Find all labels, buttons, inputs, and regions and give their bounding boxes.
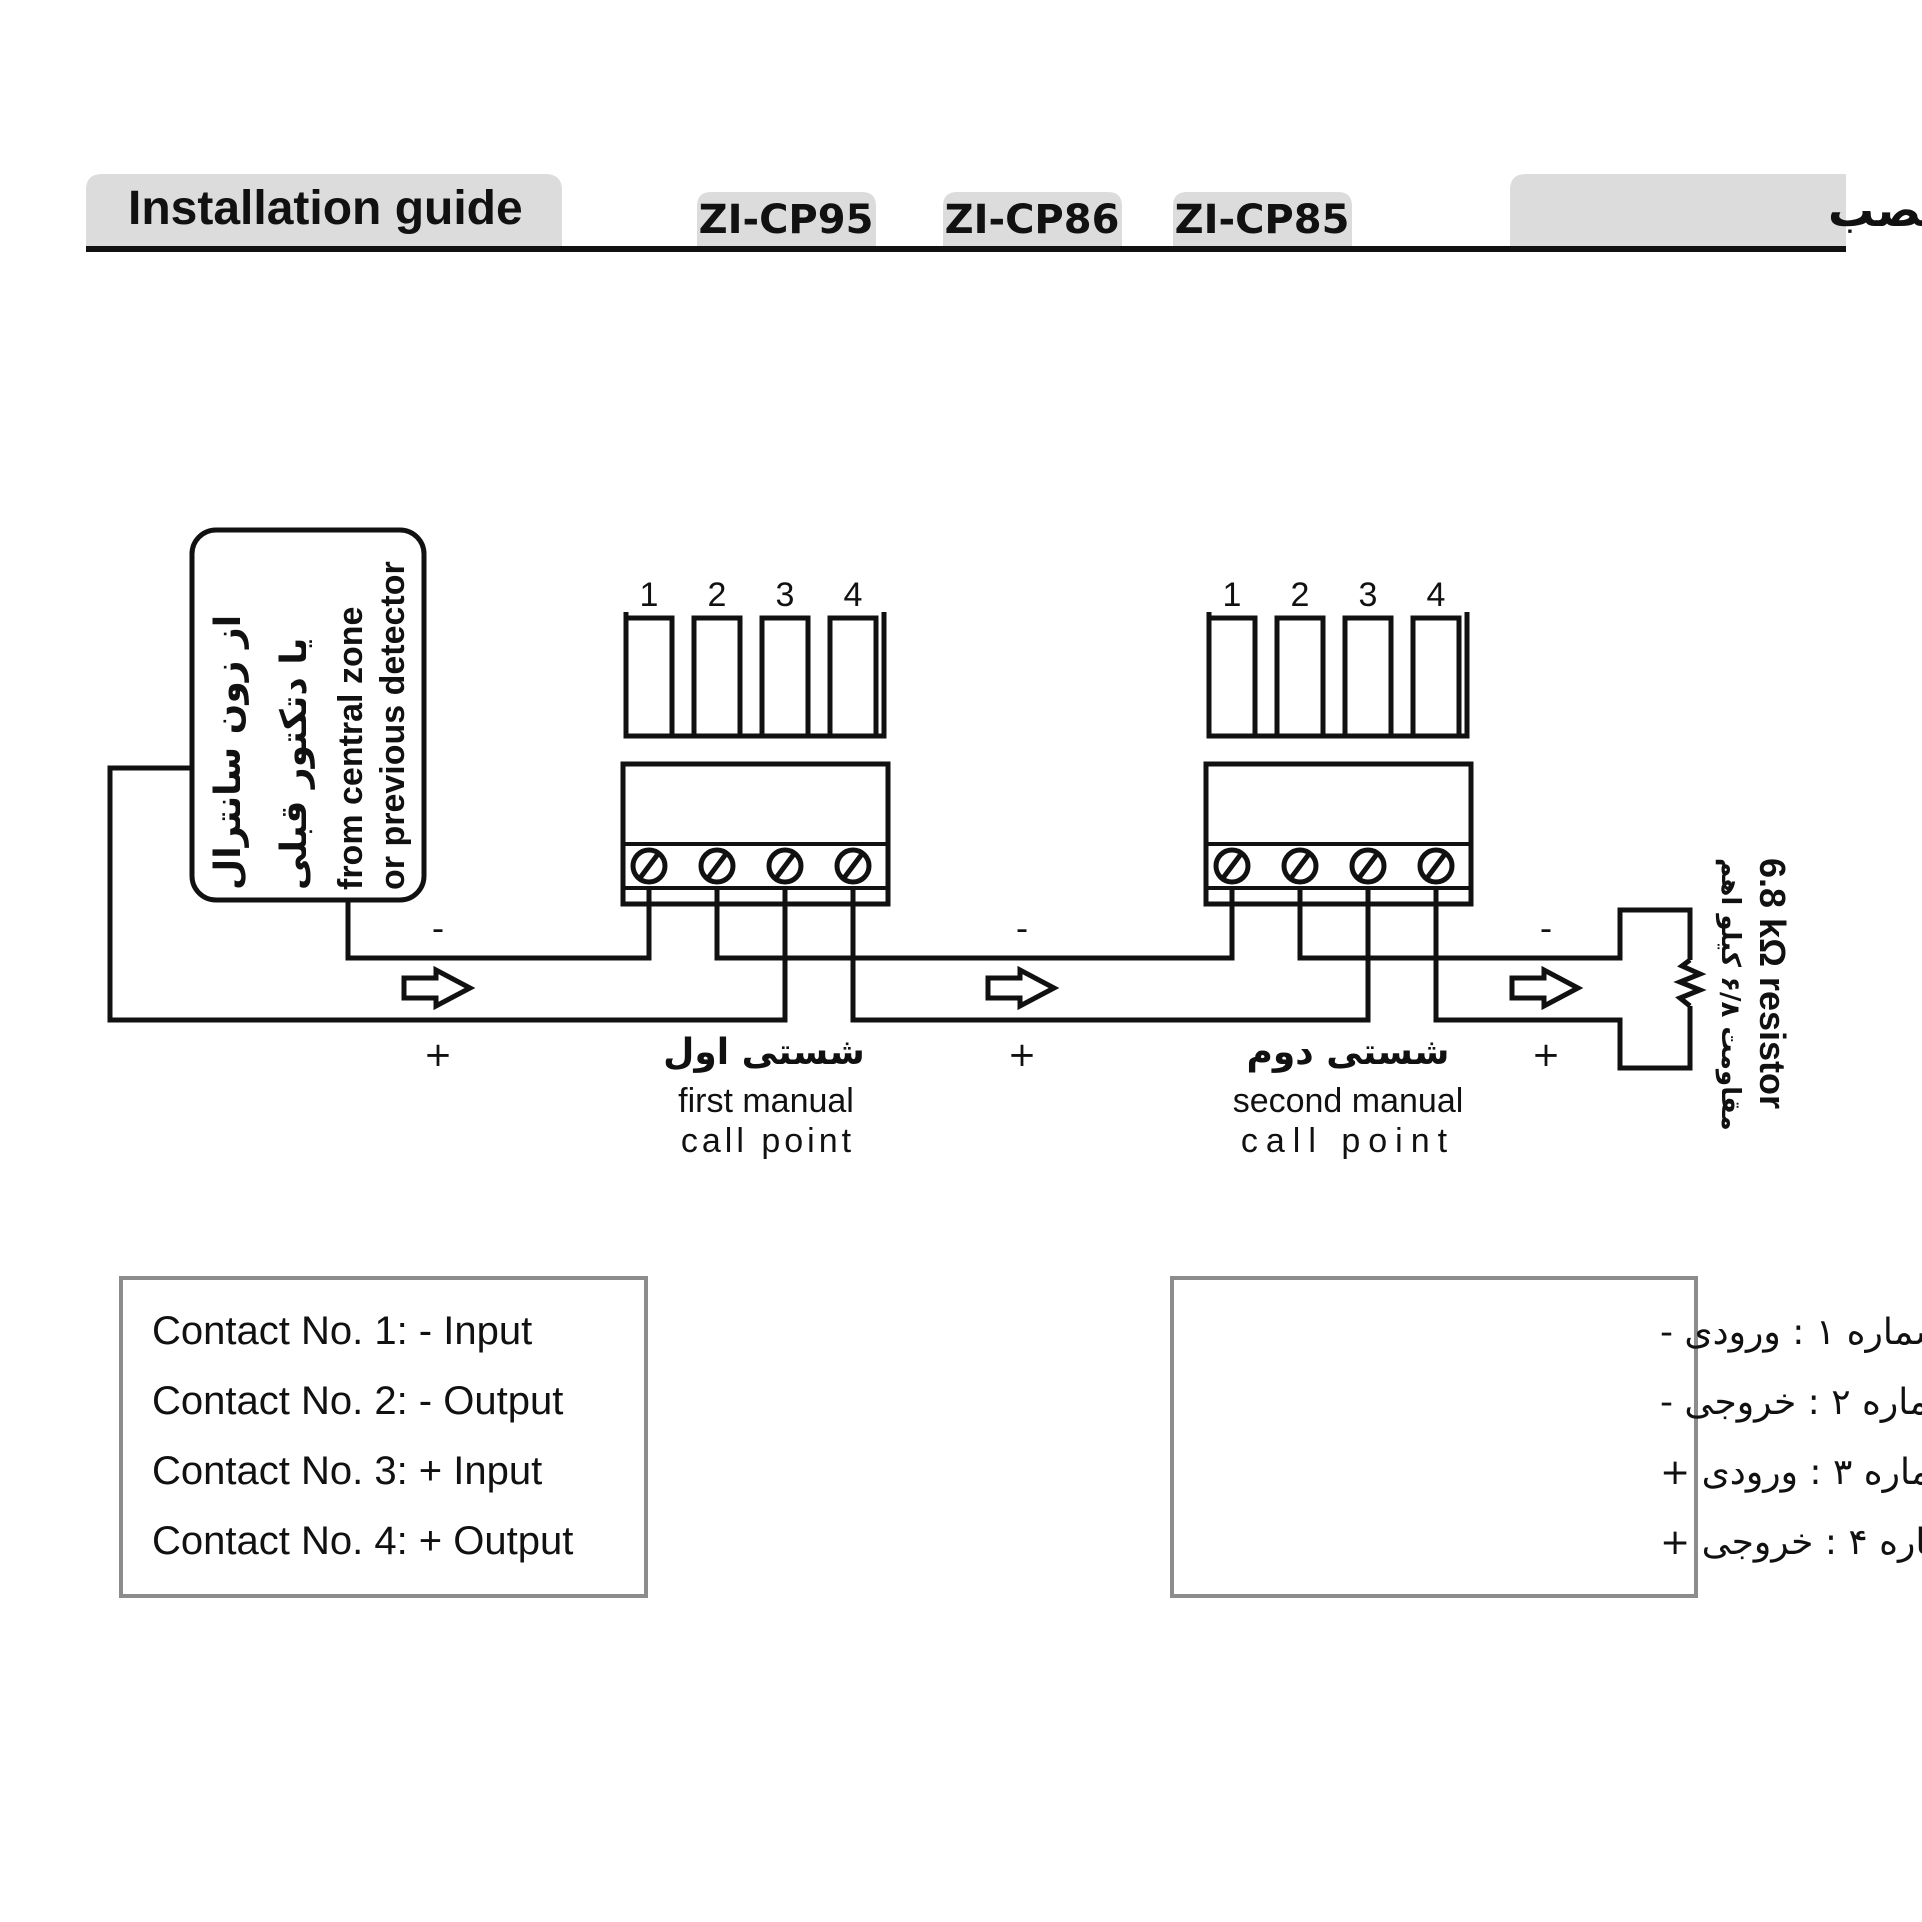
pin-label-3: 3	[776, 576, 795, 614]
legend-fa-item: کنتــاکــت شماره ۱ : ورودی -	[1660, 1312, 1922, 1353]
source-box-frame	[189, 527, 427, 903]
minus-label: -	[1016, 909, 1028, 949]
model-label-3: ZI-CP85	[1175, 197, 1350, 243]
terminal-block-2: 1 2 3 4	[1203, 576, 1474, 907]
call-point-caption-2: شستی دوم second manual call point	[1233, 1032, 1464, 1160]
screw-icon	[1417, 847, 1455, 885]
pin-label-2: 2	[1291, 576, 1310, 614]
screw-icon	[698, 847, 736, 885]
pin-label-4: 4	[1427, 576, 1446, 614]
arrow-right-icon	[1509, 965, 1584, 1011]
screw-icon	[630, 847, 668, 885]
source-fa-line1: از زون سانترال	[208, 615, 249, 890]
connector-slot	[1206, 615, 1258, 739]
legend-en: Contact No. 1: - Input Contact No. 2: - …	[119, 1276, 648, 1598]
model-tab-1	[697, 192, 876, 246]
connector-slot	[1274, 615, 1326, 739]
legend-en-item: Contact No. 4: + Output	[152, 1519, 573, 1563]
call-point-caption-1: شستی اول first manual call point	[663, 1032, 865, 1160]
model-tab-2	[943, 192, 1122, 246]
wire-plus-in	[107, 765, 788, 1023]
call-point-fa: شستی دوم	[1247, 1032, 1450, 1073]
wire-minus-link	[714, 888, 1235, 961]
call-point-fa: شستی اول	[663, 1032, 865, 1073]
arrow-right-icon	[985, 965, 1060, 1011]
connector-slot	[1342, 615, 1394, 739]
source-en-line2: or previous detector	[374, 561, 412, 890]
call-point-en-line2: call point	[1241, 1122, 1455, 1160]
screw-icon	[1349, 847, 1387, 885]
connector-slot	[759, 615, 811, 739]
model-label-2: ZI-CP86	[945, 197, 1120, 243]
terminal-body	[1203, 761, 1474, 907]
polarity-labels: - - - + + +	[424, 909, 1561, 1075]
call-point-en-line1: first manual	[678, 1082, 854, 1120]
screw-icon	[1213, 847, 1251, 885]
wire-minus-in	[345, 888, 652, 961]
pin-label-4: 4	[844, 576, 863, 614]
wire-plus-out	[1433, 888, 1693, 1071]
connector-outline	[623, 612, 887, 739]
resistor-labels: 6.8 kΩ resistor مقاومت ۶/۸ کیلو اهم	[1715, 858, 1793, 1131]
legend-en-item: Contact No. 1: - Input	[152, 1309, 532, 1353]
header-tab-en	[86, 174, 562, 246]
header: Installation guide ZI-CP95 ZI-CP86 ZI-CP…	[86, 174, 1922, 252]
minus-label: -	[432, 909, 444, 949]
pin-label-1: 1	[640, 576, 659, 614]
wire-plus-link	[850, 888, 1371, 1023]
model-label-1: ZI-CP95	[699, 197, 874, 243]
connector-slot	[827, 615, 879, 739]
legend-fa: کنتــاکــت شماره ۱ : ورودی - کنتاکـت شما…	[1170, 1276, 1922, 1598]
screw-icon	[766, 847, 804, 885]
direction-arrows	[401, 965, 1584, 1011]
resistor-fa: مقاومت ۶/۸ کیلو اهم	[1715, 858, 1745, 1131]
call-point-en-line1: second manual	[1233, 1082, 1464, 1120]
screw-icon	[834, 847, 872, 885]
legend-en-item: Contact No. 3: + Input	[152, 1449, 542, 1493]
pin-label-2: 2	[708, 576, 727, 614]
legend-fa-box	[1170, 1276, 1698, 1598]
connector-slot	[623, 615, 675, 739]
legend-fa-item: کنتاکـــت شماره ۴ : خروجی +	[1660, 1522, 1922, 1563]
header-tab-fa	[1510, 174, 1846, 246]
source-box: از زون سانترال یا دتکتور قبلی from centr…	[189, 527, 427, 903]
resistor-icon	[1673, 958, 1707, 1008]
resistor-en: 6.8 kΩ resistor	[1752, 858, 1793, 1109]
wire-minus-out	[1297, 888, 1693, 961]
connector-slot	[1410, 615, 1462, 739]
title-en: Installation guide	[128, 182, 523, 235]
pin-label-3: 3	[1359, 576, 1378, 614]
model-tab-3	[1173, 192, 1352, 246]
legend-fa-item: کنتاکـت شماره ۲ : خروجی -	[1660, 1382, 1922, 1423]
terminal-body	[620, 761, 891, 907]
arrow-right-icon	[401, 965, 476, 1011]
plus-label: +	[1532, 1035, 1561, 1075]
legend-fa-item: کنتــاکــت شماره ۳ : ورودی +	[1660, 1452, 1922, 1493]
legend-en-item: Contact No. 2: - Output	[152, 1379, 563, 1423]
legend-en-box	[119, 1276, 648, 1598]
title-fa: راهنمای نصب	[1828, 183, 1922, 237]
plus-label: +	[424, 1035, 453, 1075]
connector-slot	[691, 615, 743, 739]
wiring	[107, 765, 1707, 1071]
plus-label: +	[1008, 1035, 1037, 1075]
source-fa-line2: یا دتکتور قبلی	[274, 638, 315, 890]
terminal-block-1: 1 2 3 4	[620, 576, 891, 907]
source-en-line1: from central zone	[332, 607, 370, 890]
screw-icon	[1281, 847, 1319, 885]
minus-label: -	[1540, 909, 1552, 949]
connector-outline	[1206, 612, 1470, 739]
pin-label-1: 1	[1223, 576, 1242, 614]
call-point-en-line2: call point	[681, 1122, 855, 1160]
